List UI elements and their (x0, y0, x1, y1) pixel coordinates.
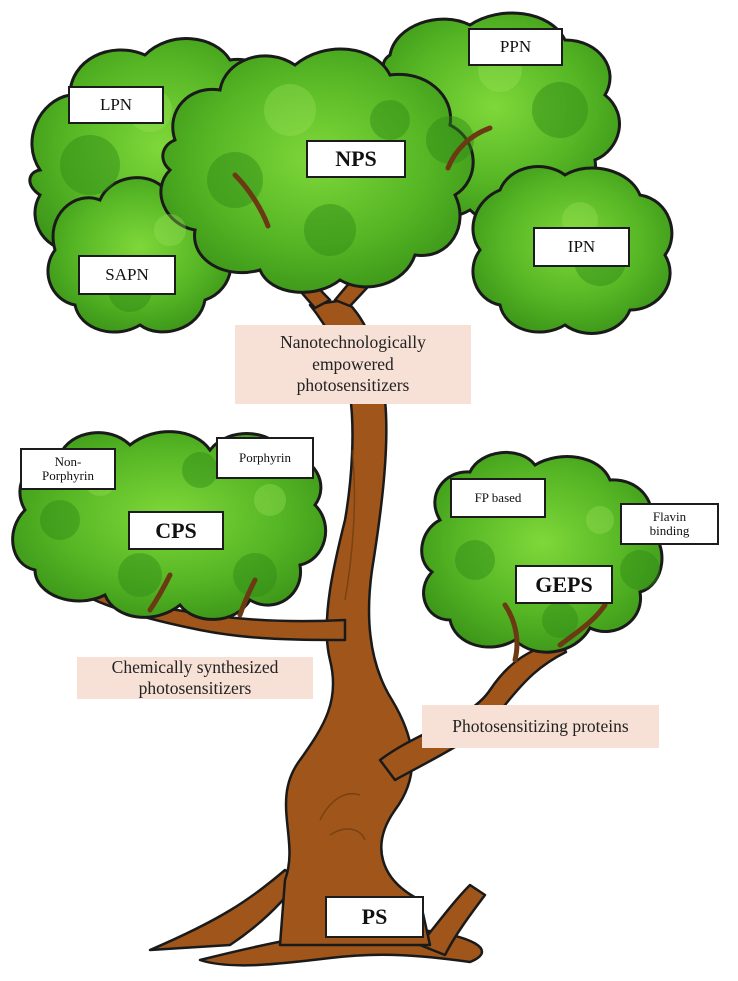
flavin-binding-leaf: Flavin binding (620, 503, 719, 545)
canopy-geps-shade (455, 540, 660, 638)
non-porphyrin-leaf: Non- Porphyrin (20, 448, 116, 490)
fp-based-leaf: FP based (450, 478, 546, 518)
nps-node: NPS (306, 140, 406, 178)
nps-description: Nanotechnologically empowered photosensi… (235, 325, 471, 404)
canopy-cps-branches (147, 572, 258, 618)
ipn-leaf: IPN (533, 227, 630, 267)
lpn-leaf: LPN (68, 86, 164, 124)
geps-description: Photosensitizing proteins (422, 705, 659, 748)
cps-description: Chemically synthesized photosensitizers (77, 657, 313, 699)
canopy-cps-shade (40, 452, 277, 597)
geps-node: GEPS (515, 565, 613, 604)
cps-node: CPS (128, 511, 224, 550)
ps-root-node: PS (325, 896, 424, 938)
porphyrin-leaf: Porphyrin (216, 437, 314, 479)
trunk-shading (319, 449, 366, 841)
canopy-nps-branches (232, 125, 493, 229)
ppn-leaf: PPN (468, 28, 563, 66)
canopy-geps-branches (502, 602, 608, 663)
sapn-leaf: SAPN (78, 255, 176, 295)
